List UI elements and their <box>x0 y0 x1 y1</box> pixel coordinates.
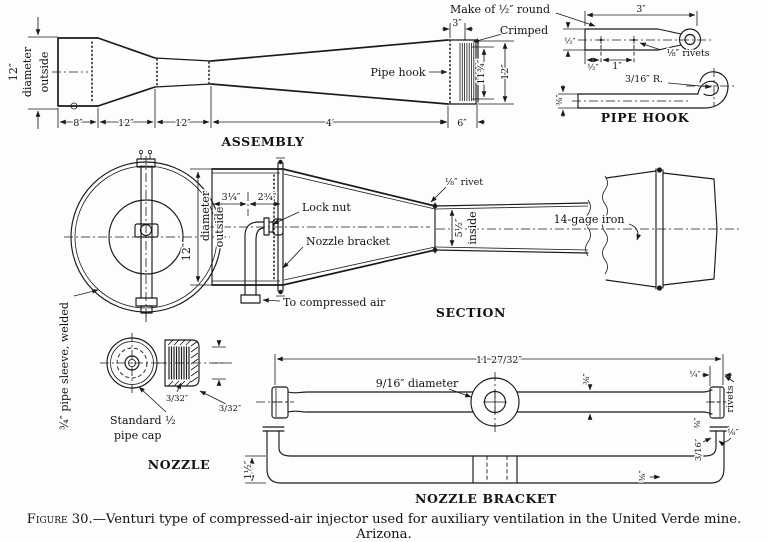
pipe-hook-dim-one: 1″ <box>612 61 622 72</box>
assembly-dim-inner: 11¾″ <box>476 59 487 84</box>
pipe-hook-drawing-lines <box>558 11 736 117</box>
crimped-label: Crimped <box>500 24 548 37</box>
bracket-cap-width-dim: ¼″ <box>689 369 700 380</box>
section-cut-view-lines <box>190 157 742 304</box>
bracket-thickness-end: ⅜″ <box>693 417 703 428</box>
nozzle-drawing-lines <box>73 289 232 413</box>
bracket-drawing-lines <box>245 354 735 484</box>
section-inside-value: 5½″ <box>454 218 465 237</box>
pipe-cap-label-line2: pipe cap <box>114 429 161 442</box>
nozzle-bracket-view: 11 27/32″ 9/16″ diameter ¼″ rivets ⅜″ ⅜″… <box>242 354 741 508</box>
pipe-hook-dim-3: 3″ <box>636 4 646 15</box>
bracket-length-dim: 11 27/32″ <box>476 355 522 366</box>
section-dia-word2: outside <box>213 207 226 248</box>
assembly-dia-value: 12″ <box>7 63 20 81</box>
lock-nut-label: Lock nut <box>302 201 351 214</box>
section-dim-b: 2¾″ <box>258 192 277 203</box>
make-of-label: Make of ½″ round <box>450 3 550 16</box>
figure-caption: Figure 30.—Venturi type of compressed-ai… <box>27 512 742 542</box>
pipe-hook-radius-label: 3/16″ R. <box>625 74 663 85</box>
bracket-radius-end: 3/16″ <box>694 439 704 461</box>
nozzle-slot-dim: 3/32″ <box>166 394 188 404</box>
section-dia-word1: diameter <box>199 190 212 241</box>
caption-text: —Venturi type of compressed-air injector… <box>93 512 742 527</box>
pipe-hook-dim-half-left: ½″ <box>564 36 575 47</box>
pipe-hook-dim-side: ⅜″ <box>555 94 565 105</box>
nozzle-view: ¾″ pipe sleeve, welded Standard ½ pipe c… <box>57 289 243 474</box>
caption-line2: Arizona. <box>355 527 411 542</box>
gage-iron-label: 14-gage iron <box>554 213 625 226</box>
pipe-hook-dim-half: ½″ <box>587 62 598 73</box>
section-dia-value: 12″ <box>180 243 193 261</box>
bracket-rivets-label: rivets <box>725 385 736 412</box>
bracket-thickness-side: ⅜″ <box>638 470 648 481</box>
assembly-title: ASSEMBLY <box>220 134 305 149</box>
pipe-hook-view: 3″ ½″ ⅛″ rivets ½″ 1″ ⅜″ 3/16″ R. PIPE H… <box>554 3 736 127</box>
bracket-strap-dim: ⅛″ <box>727 428 738 438</box>
assembly-dia-word2: outside <box>38 52 51 93</box>
assembly-dim-4ft: 4′ <box>326 118 334 129</box>
caption-figure-label: Figure 30. <box>27 512 93 527</box>
pipe-cap-label-line1: Standard ½ <box>110 414 176 427</box>
section-title: SECTION <box>436 305 506 320</box>
assembly-dim-3: 3″ <box>452 18 462 29</box>
assembly-dim-8: 8″ <box>73 118 83 129</box>
to-compressed-air-label: To compressed air <box>283 296 386 309</box>
section-inside-word: inside <box>466 211 479 244</box>
nozzle-wall-dim: 3/32″ <box>219 404 241 414</box>
pipe-sleeve-label: ¾″ pipe sleeve, welded <box>58 302 71 430</box>
assembly-dim-outer: 12″ <box>500 64 511 80</box>
section-rivet-label: ⅛″ rivet <box>445 177 483 188</box>
assembly-dim-6: 6″ <box>457 118 467 129</box>
pipe-hook-callout: Pipe hook <box>371 66 426 79</box>
assembly-dim-12a: 12″ <box>118 118 134 129</box>
assembly-drawing-lines <box>28 12 596 129</box>
bracket-height-dim: 1½″ <box>243 460 254 479</box>
assembly-view: 12″ diameter outside 8″ 12″ 12″ 4′ 6″ 3″… <box>6 2 596 151</box>
section-view: 12″ diameter outside 3¼″ 2¾″ Lock nut No… <box>64 149 742 322</box>
caption-line1: Figure 30.—Venturi type of compressed-ai… <box>27 512 742 527</box>
section-dim-a: 3¼″ <box>222 192 241 203</box>
pipe-hook-rivets-label: ⅛″ rivets <box>666 48 709 59</box>
pipe-hook-title: PIPE HOOK <box>601 110 690 125</box>
assembly-dia-word1: diameter <box>21 46 34 97</box>
bracket-hole-dim: 9/16″ diameter <box>376 377 459 390</box>
assembly-dim-12b: 12″ <box>175 118 191 129</box>
nozzle-bracket-title: NOZZLE BRACKET <box>415 491 557 506</box>
bracket-thickness-mid: ⅜″ <box>582 373 592 384</box>
nozzle-title: NOZZLE <box>148 457 210 472</box>
section-end-view-lines <box>64 149 230 322</box>
nozzle-bracket-callout: Nozzle bracket <box>306 235 391 248</box>
